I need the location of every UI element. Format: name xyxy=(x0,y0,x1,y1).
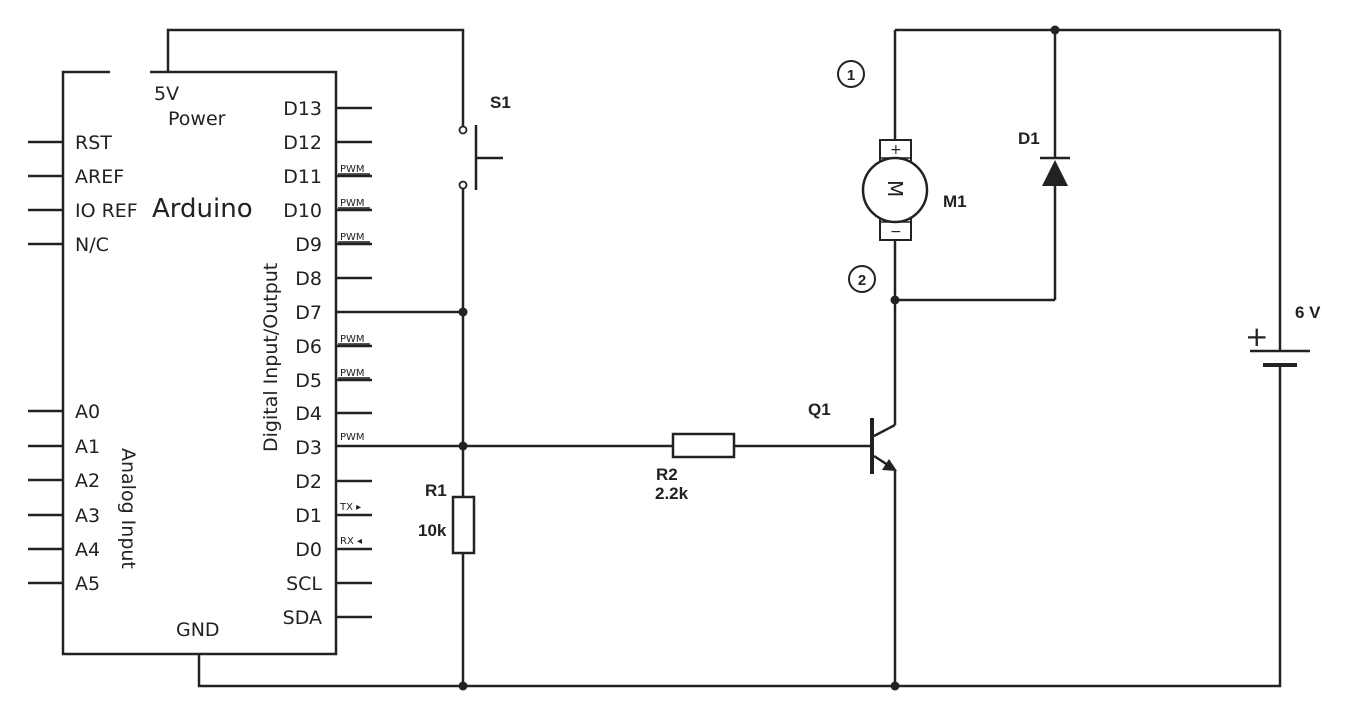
pin-rst: RST xyxy=(75,132,112,154)
analog-pins: A0 A1 A2 A3 A4 A5 xyxy=(28,401,100,595)
motor-plus: + xyxy=(890,142,902,158)
pwm-tag-d6: PWM xyxy=(340,334,365,345)
pin-d5: D5 xyxy=(295,370,322,392)
pin-d1: D1 xyxy=(295,505,322,527)
pin-a1: A1 xyxy=(75,436,100,458)
pin-a4: A4 xyxy=(75,539,100,561)
r2-label: R2 xyxy=(656,465,678,484)
analog-input-label: Analog Input xyxy=(117,448,139,569)
rx-tag: RX ◂ xyxy=(340,536,362,547)
arduino-title: Arduino xyxy=(152,194,253,224)
resistor-r2: R2 2.2k xyxy=(655,432,736,503)
node-2-label: 2 xyxy=(858,272,866,289)
pin-d0: D0 xyxy=(295,539,322,561)
pin-d7: D7 xyxy=(295,302,322,324)
power-5v-label: 5V xyxy=(154,83,179,105)
gnd-label: GND xyxy=(176,619,220,641)
pin-d11: D11 xyxy=(283,166,322,188)
switch-label: S1 xyxy=(490,93,511,112)
r2-value: 2.2k xyxy=(655,484,689,503)
pin-d12: D12 xyxy=(283,132,322,154)
left-pins: RST AREF IO REF N/C xyxy=(28,132,138,256)
digital-io-label: Digital Input/Output xyxy=(260,263,282,452)
pin-d2: D2 xyxy=(295,471,322,493)
pin-d9: D9 xyxy=(295,234,322,256)
resistor-r1: R1 10k xyxy=(418,481,476,555)
pin-scl: SCL xyxy=(286,573,322,595)
motor-m1: + − M M1 xyxy=(861,139,967,241)
r1-label: R1 xyxy=(425,481,447,500)
pin-d10: D10 xyxy=(283,200,322,222)
transistor-label: Q1 xyxy=(808,400,831,419)
pin-d6: D6 xyxy=(295,336,322,358)
pin-d4: D4 xyxy=(295,403,322,425)
motor-label: M1 xyxy=(943,192,967,211)
wires xyxy=(166,28,1282,688)
battery-6v: + 6 V xyxy=(1245,303,1321,367)
battery-plus: + xyxy=(1245,320,1268,353)
pwm-tag-d11: PWM xyxy=(340,164,365,175)
arduino-board: 5V Power Arduino GND Digital Input/Outpu… xyxy=(28,70,372,656)
r1-value: 10k xyxy=(418,521,447,540)
pin-nc: N/C xyxy=(75,234,109,256)
right-pins: D13 D12 D11 D10 D9 D8 D7 D6 D5 D4 D3 D2 … xyxy=(283,98,372,629)
tx-tag: TX ▸ xyxy=(339,502,361,513)
transistor-q1: Q1 xyxy=(808,400,897,474)
pwm-tag-d3: PWM xyxy=(340,432,365,443)
pin-a0: A0 xyxy=(75,401,100,423)
pwm-tag-d9: PWM xyxy=(340,232,365,243)
pin-a5: A5 xyxy=(75,573,100,595)
pin-aref: AREF xyxy=(75,166,124,188)
pin-d13: D13 xyxy=(283,98,322,120)
battery-label: 6 V xyxy=(1295,303,1321,322)
node-1-label: 1 xyxy=(847,67,855,84)
pin-sda: SDA xyxy=(283,607,322,629)
motor-symbol: M xyxy=(883,180,907,197)
pin-a3: A3 xyxy=(75,505,100,527)
pin-io-ref: IO REF xyxy=(75,200,138,222)
node-markers: 1 2 xyxy=(837,60,876,293)
diode-d1: D1 xyxy=(1018,129,1070,186)
switch-s1: S1 xyxy=(458,93,511,190)
power-label: Power xyxy=(168,108,226,130)
pin-d8: D8 xyxy=(295,268,322,290)
pwm-tag-d5: PWM xyxy=(340,368,365,379)
pwm-tag-d10: PWM xyxy=(340,198,365,209)
motor-minus: − xyxy=(890,224,902,240)
diode-label: D1 xyxy=(1018,129,1040,148)
junction-dots xyxy=(458,25,1060,691)
pin-a2: A2 xyxy=(75,470,100,492)
pin-d3: D3 xyxy=(295,437,322,459)
